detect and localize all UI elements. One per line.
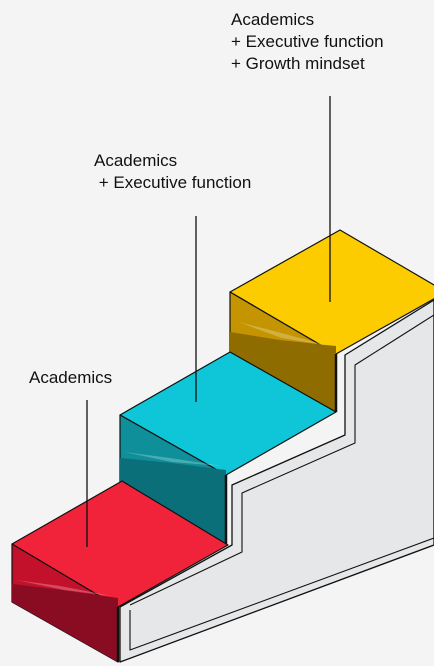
step-3-label-line-3: + Growth mindset [231,54,365,73]
step-3-block [229,229,434,413]
stair-profile-inner-edge [129,314,434,651]
step-1-block [11,480,229,663]
step-1-label: Academics [29,367,112,389]
step-2-front-shade [120,458,226,545]
step-2-label: Academics + Executive function [94,150,251,194]
step-3-label-line-2: + Executive function [231,32,384,51]
step-2-label-line-2: + Executive function [94,173,252,192]
step-3-highlight [238,322,330,346]
step-3-label: Academics + Executive function + Growth … [231,9,434,75]
step-3-label-line-1: Academics [231,10,315,29]
step-3-front-shade [230,332,336,412]
step-2-label-line-1: Academics [94,151,178,170]
step-2-highlight [124,452,222,466]
step-1-label-line-1: Academics [29,368,113,387]
step-1-front-shade [12,584,118,662]
step-1-highlight [16,580,112,596]
